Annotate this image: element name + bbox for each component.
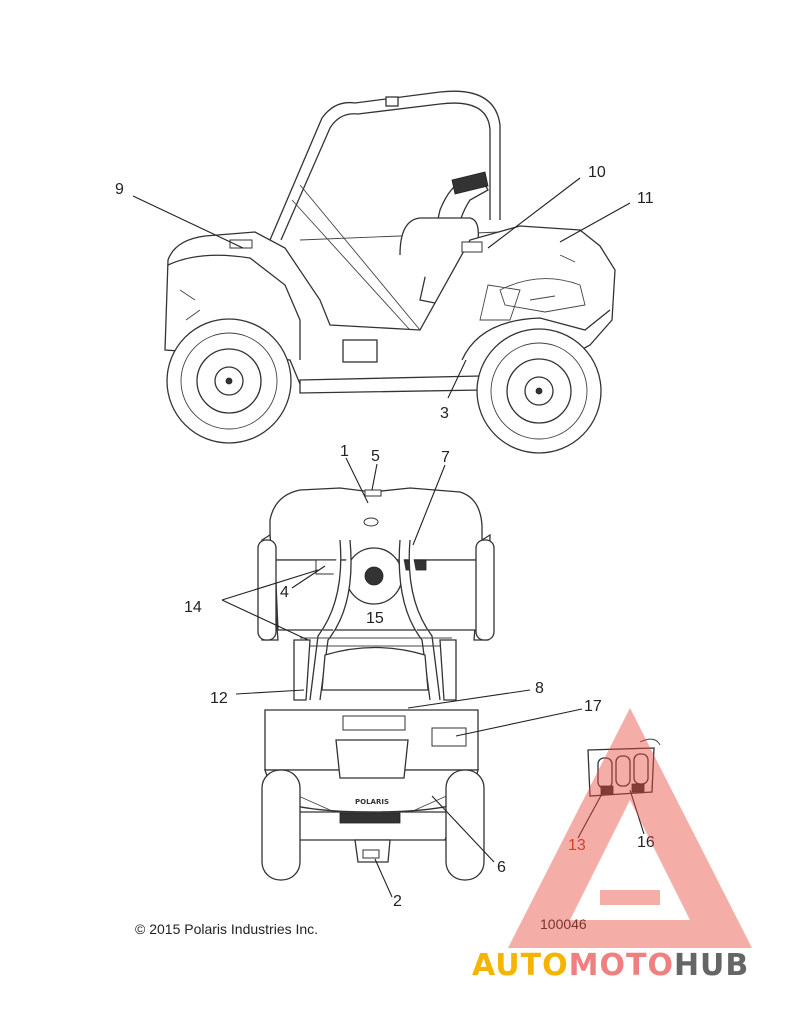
callout-14: 14: [184, 599, 202, 616]
callout-15: 15: [366, 610, 384, 627]
callout-10: 10: [588, 164, 606, 181]
hood-brand-text: POLARIS: [355, 798, 389, 806]
callout-5: 5: [371, 448, 380, 465]
callout-13: 13: [568, 837, 586, 854]
top-view-vehicle: [257, 487, 495, 881]
callout-6: 6: [497, 859, 506, 876]
callout-labels: 1 2 3 4 5 6 7 8 9 10 11 12 13 14 15 16 1…: [115, 164, 655, 910]
callout-9: 9: [115, 181, 124, 198]
watermark-logo: AUTOMOTOHUB: [472, 708, 752, 983]
callout-1: 1: [340, 443, 349, 460]
detail-part: [587, 738, 661, 797]
figure-number: 100046: [540, 916, 587, 932]
callout-3: 3: [440, 405, 449, 422]
callout-4: 4: [280, 584, 289, 601]
callout-12: 12: [210, 690, 228, 707]
leader-lines: [132, 177, 645, 898]
svg-text:AUTOMOTOHUB: AUTOMOTOHUB: [472, 948, 749, 983]
callout-2: 2: [393, 893, 402, 910]
side-view-vehicle: [164, 90, 616, 454]
callout-7: 7: [441, 449, 450, 466]
callout-17: 17: [584, 698, 602, 715]
callout-8: 8: [535, 680, 544, 697]
copyright-text: © 2015 Polaris Industries Inc.: [135, 921, 318, 937]
watermark-moto: MOTO: [569, 948, 674, 983]
callout-11: 11: [637, 190, 654, 207]
watermark-hub: HUB: [674, 948, 749, 983]
watermark-auto: AUTO: [472, 948, 569, 983]
callout-16: 16: [637, 834, 655, 851]
watermark-triangle: [508, 708, 752, 948]
